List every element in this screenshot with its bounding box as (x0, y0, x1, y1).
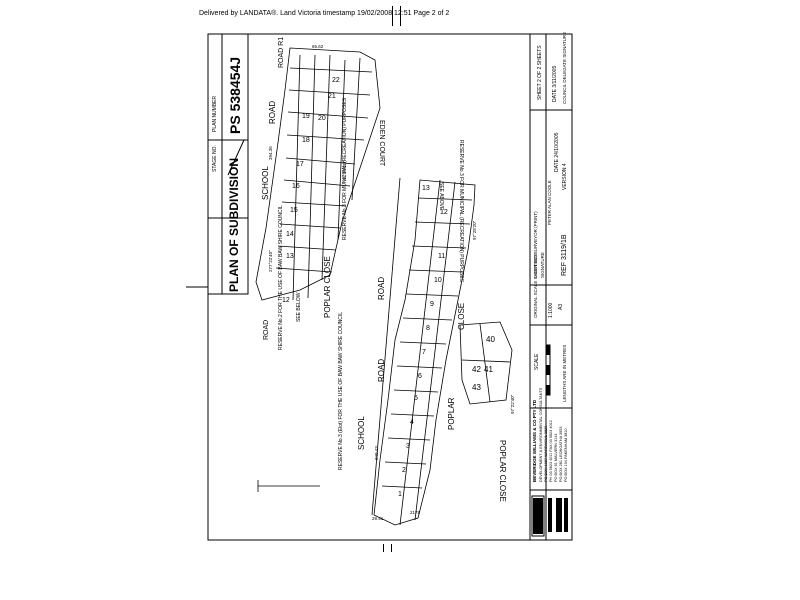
version-label: VERSION 4 (562, 163, 568, 190)
road-upper-school: SCHOOL (261, 166, 270, 200)
lot-upper-19: 19 (302, 113, 310, 120)
road-lower-road: ROAD (377, 277, 386, 300)
firm-line-1: PO BOX 1087 WARRAGUL 3820 (544, 426, 548, 482)
sheet-label: SHEET 2 OF 2 SHEETS (537, 45, 543, 100)
dim-length-1: 394.36 (268, 146, 273, 160)
eden-court: EDEN COURT (378, 120, 385, 167)
scale-value: 1:1000 (548, 302, 554, 318)
scale-label: SCALE (534, 353, 540, 370)
dim-bearing-4: 97°28'20" (472, 220, 477, 240)
dim-area: 2178 (410, 510, 421, 515)
road-label-top: ROAD R1 (278, 37, 285, 68)
lot-right-41: 41 (484, 365, 493, 374)
delivery-header: Delivered by LANDATA®. Land Victoria tim… (199, 10, 450, 17)
lot-lower-7: 7 (422, 349, 426, 356)
see-below: SEE BELOW (296, 292, 302, 322)
signature-label: SIGNATURE (540, 252, 545, 278)
page-marker-top (392, 6, 401, 26)
dim-length-2: 240.43 (374, 446, 379, 460)
orig-scale-label: ORIGINAL SCALE SHEET SIZE (533, 253, 538, 318)
lot-right-40: 40 (486, 335, 495, 344)
dim-bearing-1: 277°22'40" (268, 250, 273, 272)
lower-plan-strip (371, 177, 513, 526)
firm-line-4: PO BOX 281 LEONGATHA 3953 (559, 427, 563, 482)
lot-upper-22: 22 (332, 77, 340, 84)
sheet-border (207, 33, 573, 541)
firm-line-2: PH 03 5623 4011 FAX 03 5623 4012 (549, 420, 553, 482)
reserve-3-upper: RESERVE No.3 FOR MUNICIPAL (RECREATION) … (342, 97, 348, 240)
surveyor-name: PETER ALAN COOLE (547, 180, 552, 225)
date-label: DATE 24/10/2005 (554, 132, 560, 172)
firm-line-5: PO BOX 104 PAKENHAM 3810 (564, 428, 568, 482)
lot-upper-13: 13 (286, 253, 294, 260)
lot-upper-16: 16 (292, 183, 300, 190)
upper-plan-strip (255, 47, 381, 301)
firm-name: BEVERIDGE WILLIAMS & CO PTY LTD (532, 399, 537, 482)
lot-upper-12: 12 (282, 297, 290, 304)
lot-lower-8: 8 (426, 325, 430, 332)
reserve-3-lower: RESERVE No.3 (Elot) FOR THE USE OF BAW B… (338, 312, 344, 470)
surveyor-label: LICENSED SURVEYOR (PRINT) (533, 211, 538, 278)
ps-number: PS 538454J (227, 57, 243, 134)
lot-lower-9: 9 (430, 301, 434, 308)
road-lower-road-label: ROAD (263, 320, 270, 340)
poplar-close-upper: POPLAR CLOSE (323, 256, 332, 318)
lot-lower-4: 4 (410, 419, 414, 426)
firm-line-0: DEVELOPMENT & ENVIRONMENTAL CONSULTANTS (539, 387, 543, 482)
plan-of-subdivision: PLAN OF SUBDIVISION (227, 158, 241, 292)
lot-upper-20: 20 (318, 115, 326, 122)
dim-length-4: 29.41 (372, 516, 384, 521)
lot-lower-11: 11 (438, 253, 445, 260)
size-value: A3 (558, 304, 564, 310)
lot-lower-10: 10 (434, 277, 442, 284)
lot-right-42: 42 (472, 365, 481, 374)
page-marker-bottom (383, 544, 392, 552)
lot-upper-14: 14 (286, 231, 294, 238)
lot-lower-3: 3 (406, 443, 410, 450)
scale-units: LENGTHS ARE IN METRES (562, 345, 567, 402)
firm-logo-icon (531, 495, 568, 537)
plan-number-label: PLAN NUMBER (212, 95, 218, 132)
stage-no-label: STAGE NO. (212, 145, 218, 172)
north-point-icon (257, 480, 320, 492)
lot-upper-18: 18 (302, 137, 310, 144)
lot-right-43: 43 (472, 383, 481, 392)
title-panel: PLAN OF SUBDIVISION STAGE NO. PLAN NUMBE… (207, 33, 249, 295)
lot-upper-17: 17 (296, 161, 304, 168)
reserve-3-right: RESERVE No.3 FOR MUNICIPAL (RECREATION) … (458, 140, 464, 283)
date2: DATE 3/11/2005 (552, 66, 558, 102)
scale-bar (545, 344, 551, 396)
poplar-close-lower: POPLAR CLOSE (498, 440, 507, 502)
dim-length-3: 65.62 (312, 44, 324, 49)
see-above: SEE ABOVE (438, 182, 444, 211)
road-upper-road: ROAD (268, 101, 277, 124)
dim-bearing-2: 97°28'20" (342, 160, 347, 180)
lot-lower-5: 5 (414, 395, 418, 402)
lot-lower-1: 1 (398, 491, 402, 498)
lot-lower-2: 2 (402, 467, 406, 474)
poplar-word: POPLAR (447, 397, 456, 430)
road-lower-school: SCHOOL (357, 416, 366, 450)
road-right-road: ROAD (377, 359, 386, 382)
lot-upper-21: 21 (328, 93, 336, 100)
dim-bearing-3: 97°22'40" (510, 394, 515, 414)
lot-lower-12: 12 (440, 209, 448, 216)
delegate-label: COUNCIL DELEGATE SIGNATURE (562, 32, 567, 104)
reserve-2: RESERVE No.2 FOR THE USE OF BAW BAW SHIR… (278, 205, 284, 350)
title-block: SHEET 2 OF 2 SHEETS DATE 3/11/2005 COUNC… (529, 32, 573, 541)
lot-lower-13: 13 (422, 185, 430, 192)
close-word: CLOSE (457, 303, 466, 330)
lot-lower-6: 6 (418, 373, 422, 380)
ref-label: REF 3119/1B (561, 234, 568, 276)
firm-line-3: PO BOX 61 MALVERN 3144 (554, 434, 558, 482)
lot-upper-15: 15 (290, 207, 298, 214)
